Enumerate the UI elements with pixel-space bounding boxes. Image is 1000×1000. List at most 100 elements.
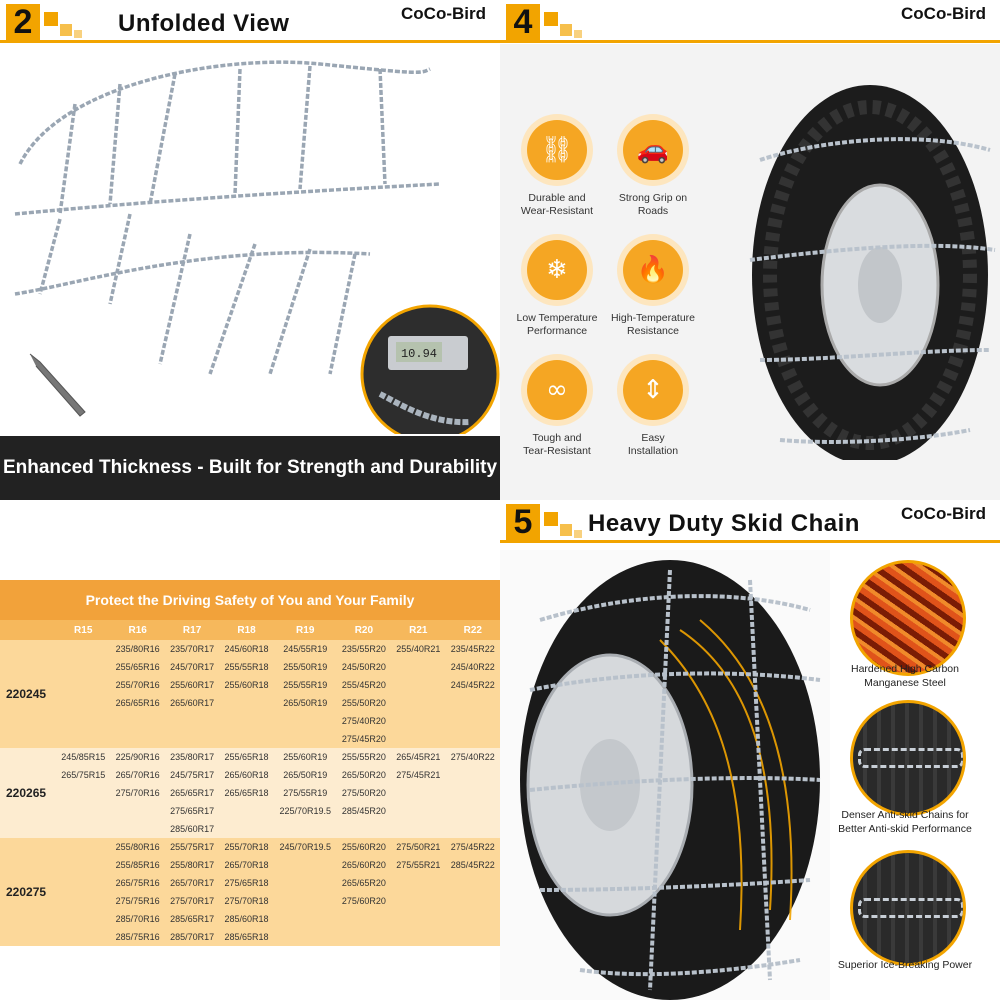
table-cell: 255/70R16 (110, 676, 165, 694)
table-cell (336, 910, 392, 928)
deco-square (74, 30, 82, 38)
table-cell: 275/40R22 (445, 748, 500, 766)
table-cell (56, 820, 111, 838)
table-cell: 265/70R16 (110, 766, 165, 784)
table-cell (219, 730, 274, 748)
table-cell: 285/45R22 (445, 856, 500, 874)
chain-link-icon: ∞ (527, 360, 587, 420)
table-cell: 265/65R20 (336, 874, 392, 892)
table-cell (273, 910, 337, 928)
table-cell: 265/65R18 (219, 784, 274, 802)
feature-label-line: Durable and (528, 192, 586, 204)
table-cell: 275/55R19 (273, 784, 337, 802)
model-number: 220265 (0, 748, 56, 838)
table-cell: 275/45R21 (391, 766, 446, 784)
table-cell: 275/50R21 (391, 838, 446, 856)
table-cell (445, 928, 500, 946)
table-cell: 265/50R19 (273, 694, 337, 712)
table-cell: 245/55R19 (273, 640, 337, 658)
panel-size-table: Protect the Driving Safety of You and Yo… (0, 500, 500, 1000)
brand-logo: CoCo-Bird (901, 504, 986, 523)
panel-unfolded-view: 2 Unfolded View CoCo-Bird (0, 0, 500, 500)
table-cell (445, 874, 500, 892)
table-cell (56, 874, 111, 892)
panel-heavy-duty: 5 Heavy Duty Skid Chain CoCo-Bird Harden… (500, 500, 1000, 1000)
table-cell (56, 838, 111, 856)
table-cell (445, 820, 500, 838)
table-cell (445, 712, 500, 730)
table-cell: 255/50R19 (273, 658, 337, 676)
table-cell (273, 712, 337, 730)
table-cell: 275/70R16 (110, 784, 165, 802)
table-cell (164, 712, 220, 730)
table-cell (110, 712, 165, 730)
table-cell (391, 928, 446, 946)
table-cell: 265/60R20 (336, 856, 392, 874)
table-cell: 285/75R16 (110, 928, 165, 946)
table-cell (273, 874, 337, 892)
table-cell (391, 730, 446, 748)
table-cell: 255/45R20 (336, 676, 392, 694)
callout-label: Superior Ice-Breaking Power (820, 958, 990, 972)
table-cell (445, 766, 500, 784)
table-cell: 265/75R16 (110, 874, 165, 892)
table-cell (391, 892, 446, 910)
table-cell: 275/75R16 (110, 892, 165, 910)
table-cell: 245/70R19.5 (273, 838, 337, 856)
table-cell: 255/60R19 (273, 748, 337, 766)
header-underline (0, 40, 500, 43)
snowflake-icon: ❄ (527, 240, 587, 300)
table-cell (273, 928, 337, 946)
table-cell: 255/65R18 (219, 748, 274, 766)
feature-label-line: Tough and (532, 432, 582, 444)
table-cell: 255/80R17 (164, 856, 220, 874)
feature-label-line: Resistance (627, 325, 679, 337)
table-cell: 265/50R20 (336, 766, 392, 784)
deco-square (44, 12, 58, 26)
table-cell: 275/70R18 (219, 892, 274, 910)
table-cell (110, 730, 165, 748)
column-header: R20 (336, 620, 392, 640)
table-cell: 255/50R20 (336, 694, 392, 712)
table-cell: 225/70R19.5 (273, 802, 337, 820)
chain-detail (858, 748, 963, 768)
deco-square (574, 530, 582, 538)
table-cell (219, 802, 274, 820)
deco-square (560, 24, 572, 36)
callout-label-line: Manganese Steel (864, 677, 946, 689)
header-underline (500, 40, 1000, 43)
table-cell: 245/70R17 (164, 658, 220, 676)
table-cell: 285/60R17 (164, 820, 220, 838)
hex-key (29, 353, 86, 417)
column-header (0, 620, 56, 640)
tire-with-chain-image (500, 550, 830, 1000)
table-cell (110, 802, 165, 820)
table-cell: 225/90R16 (110, 748, 165, 766)
table-cell: 275/55R21 (391, 856, 446, 874)
column-header: R15 (56, 620, 111, 640)
table-cell: 245/75R17 (164, 766, 220, 784)
brand-logo: CoCo-Bird (901, 4, 986, 23)
column-header: R16 (110, 620, 165, 640)
panel-caption: Enhanced Thickness - Built for Strength … (0, 436, 500, 500)
table-cell (56, 784, 111, 802)
table-cell (391, 658, 446, 676)
panel-header: 2 Unfolded View CoCo-Bird (0, 0, 500, 44)
